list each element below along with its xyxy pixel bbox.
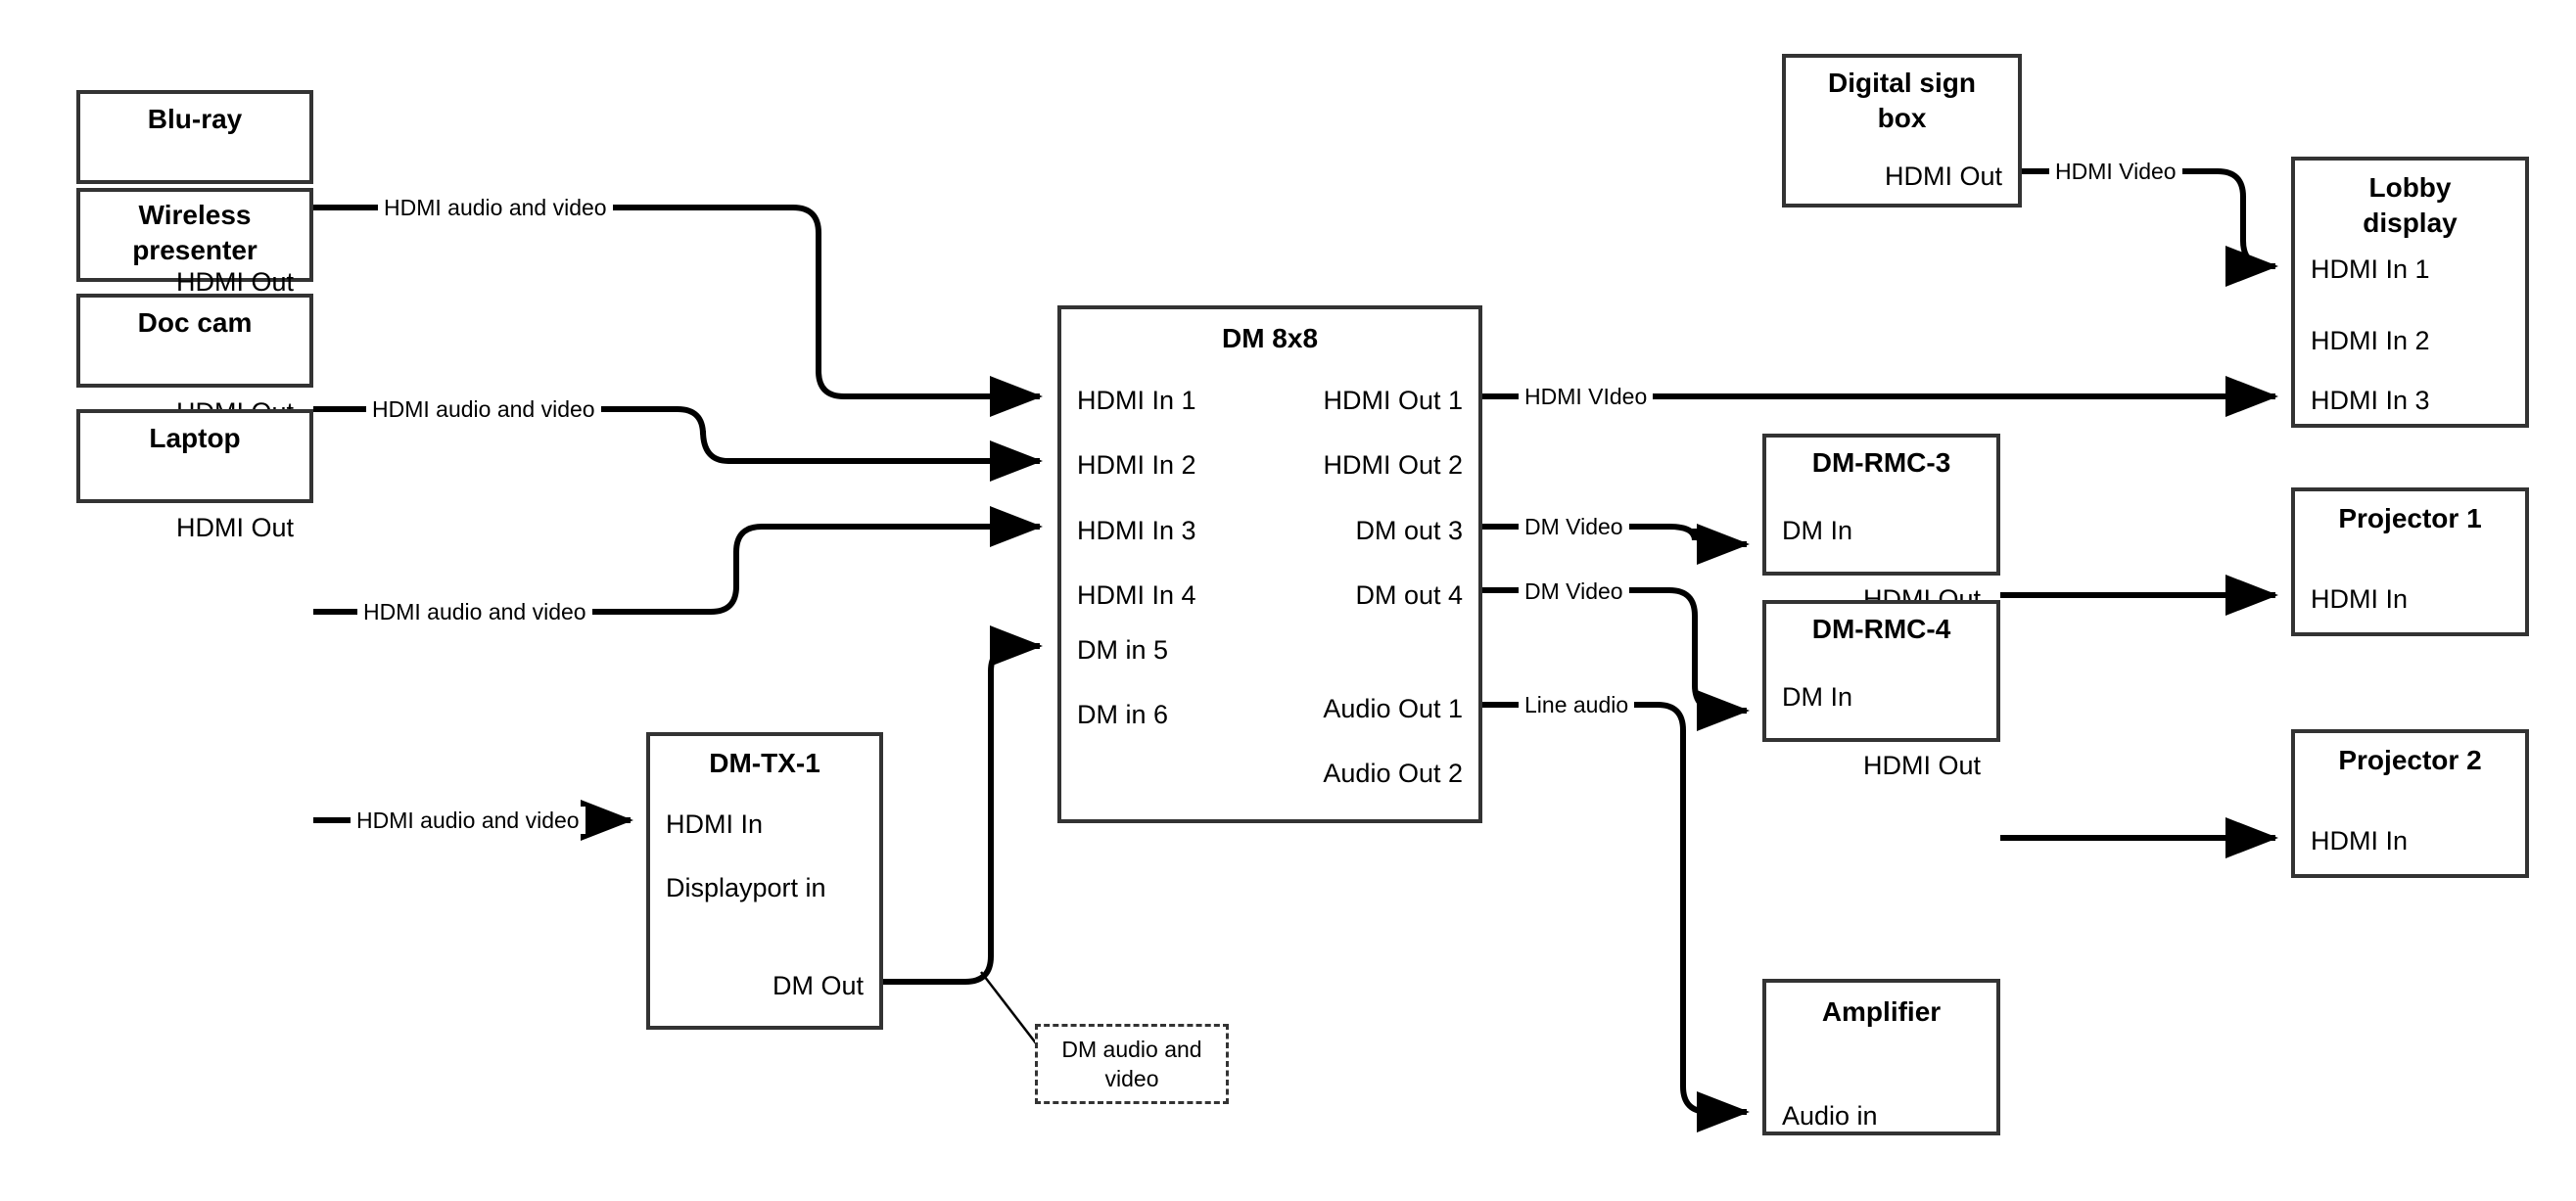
device-box-projector-2[interactable]: Projector 2 HDMI In xyxy=(2291,729,2529,878)
wire-label-hdmi-out-1-to-lobby: HDMI VIdeo xyxy=(1519,383,1654,410)
device-box-wireless-presenter[interactable]: Wireless presenter HDMI Out xyxy=(76,188,313,297)
dm-rmc-4-port-dm-in: DM In xyxy=(1782,682,1853,712)
device-box-dm-tx-1[interactable]: DM-TX-1 HDMI In Displayport in DM Out xyxy=(646,732,883,1030)
dm-tx-1-port-dm-out: DM Out xyxy=(772,971,864,1000)
dm-8x8-output-hdmi-out-1: HDMI Out 1 xyxy=(1323,386,1463,415)
dm-8x8-output-dm-out-3: DM out 3 xyxy=(1355,516,1463,545)
dm-rmc-3-title: DM-RMC-3 xyxy=(1811,447,1951,478)
wire-bluray-to-hdmi-in-1 xyxy=(313,205,1043,417)
note-box-dm-audio-and-video: DM audio and video xyxy=(1035,1024,1229,1104)
dm-tx-1-port-displayport-in: Displayport in xyxy=(666,873,826,902)
dm-8x8-input-dm-in-6: DM in 6 xyxy=(1077,700,1169,729)
device-box-digital-sign-box[interactable]: Digital sign box HDMI Out xyxy=(1782,54,2022,208)
device-box-dm-8x8[interactable]: DM 8x8 HDMI In 1 HDMI In 2 HDMI In 3 HDM… xyxy=(1057,305,1482,823)
blu-ray-title: Blu-ray xyxy=(147,104,243,134)
dm-rmc-4-port-hdmi-out: HDMI Out xyxy=(1862,751,1981,780)
digital-sign-box-title: Digital sign box xyxy=(1828,68,1976,133)
dm-tx-1-title: DM-TX-1 xyxy=(709,748,820,778)
device-box-laptop[interactable]: Laptop HDMI Out xyxy=(76,409,313,542)
wire-label-doccam-to-switcher: HDMI audio and video xyxy=(357,598,592,625)
lobby-display-port-hdmi-in-2: HDMI In 2 xyxy=(2311,326,2430,355)
dm-8x8-input-hdmi-in-4: HDMI In 4 xyxy=(1077,580,1196,610)
dm-tx-1-port-hdmi-in: HDMI In xyxy=(666,809,764,839)
wireless-presenter-title: Wireless presenter xyxy=(132,200,258,265)
lobby-display-title: Lobby display xyxy=(2363,172,2458,238)
wire-dmtx1-to-dm-in-5 xyxy=(883,625,1043,985)
wire-label-sign-to-lobby: HDMI Video xyxy=(2049,158,2182,185)
wire-label-audio-out-1-to-amplifier: Line audio xyxy=(1519,691,1635,718)
device-box-projector-1[interactable]: Projector 1 HDMI In xyxy=(2291,487,2529,636)
dm-8x8-input-hdmi-in-1: HDMI In 1 xyxy=(1077,386,1196,415)
device-box-doc-cam[interactable]: Doc cam HDMI Out xyxy=(76,294,313,427)
laptop-title: Laptop xyxy=(149,423,241,453)
dm-8x8-output-hdmi-out-2: HDMI Out 2 xyxy=(1323,450,1463,480)
dm-8x8-output-audio-out-1: Audio Out 1 xyxy=(1323,694,1463,723)
wire-sign-to-lobby-hdmi-in-1 xyxy=(2022,168,2278,287)
wire-label-wireless-to-switcher: HDMI audio and video xyxy=(366,395,601,423)
device-box-blu-ray[interactable]: Blu-ray HDMI Out xyxy=(76,90,313,223)
wire-label-laptop-to-dmtx1: HDMI audio and video xyxy=(351,807,585,834)
lobby-display-port-hdmi-in-3: HDMI In 3 xyxy=(2311,386,2430,415)
projector-2-title: Projector 2 xyxy=(2338,745,2482,775)
amplifier-port-audio-in: Audio in xyxy=(1782,1101,1878,1131)
dm-rmc-4-title: DM-RMC-4 xyxy=(1811,614,1951,644)
digital-sign-box-port-hdmi-out: HDMI Out xyxy=(1884,162,2002,191)
device-box-lobby-display[interactable]: Lobby display HDMI In 1 HDMI In 2 HDMI I… xyxy=(2291,157,2529,428)
wire-label-bluray-to-switcher: HDMI audio and video xyxy=(378,194,613,221)
wire-audio-out-1-to-amplifier xyxy=(1481,702,1750,1132)
wireless-presenter-port-hdmi-out: HDMI Out xyxy=(175,267,294,297)
device-box-dm-rmc-3[interactable]: DM-RMC-3 DM In HDMI Out xyxy=(1762,434,2000,614)
projector-1-port-hdmi-in: HDMI In xyxy=(2311,584,2409,614)
dm-8x8-title: DM 8x8 xyxy=(1221,323,1319,353)
dm-rmc-3-port-dm-in: DM In xyxy=(1782,516,1853,545)
wire-label-dm-out-4-to-dmrmc4: DM Video xyxy=(1519,577,1629,605)
dm-8x8-input-dm-in-5: DM in 5 xyxy=(1077,635,1169,665)
dm-8x8-input-hdmi-in-3: HDMI In 3 xyxy=(1077,516,1196,545)
leader-line-dm-audio-video-note xyxy=(980,971,1041,1049)
dm-8x8-output-dm-out-4: DM out 4 xyxy=(1355,580,1463,610)
doc-cam-title: Doc cam xyxy=(137,307,253,338)
device-box-dm-rmc-4[interactable]: DM-RMC-4 DM In HDMI Out xyxy=(1762,600,2000,780)
projector-2-port-hdmi-in: HDMI In xyxy=(2311,826,2409,855)
dm-8x8-output-audio-out-2: Audio Out 2 xyxy=(1323,759,1463,788)
amplifier-title: Amplifier xyxy=(1821,996,1942,1027)
wire-label-dm-out-3-to-dmrmc3: DM Video xyxy=(1519,513,1629,540)
laptop-port-hdmi-out: HDMI Out xyxy=(175,513,294,542)
projector-1-title: Projector 1 xyxy=(2338,503,2482,533)
dm-8x8-input-hdmi-in-2: HDMI In 2 xyxy=(1077,450,1196,480)
device-box-amplifier[interactable]: Amplifier Audio in xyxy=(1762,979,2000,1135)
lobby-display-port-hdmi-in-1: HDMI In 1 xyxy=(2311,254,2430,284)
